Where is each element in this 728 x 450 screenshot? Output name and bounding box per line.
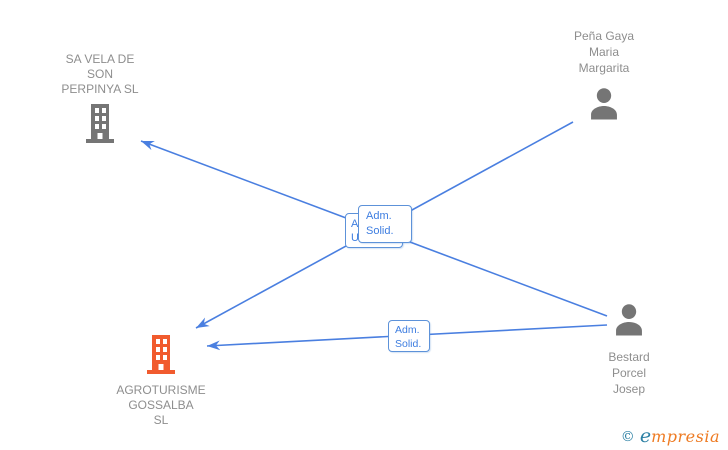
entity-name: AGROTURISME GOSSALBA SL [116,383,205,428]
entity-name-line: Maria [588,45,619,59]
entity-name: SA VELA DE SON PERPINYA SL [61,52,138,97]
person-icon [582,82,626,124]
entity-name-line: AGROTURISME [116,383,206,397]
entity-name-line: Bestard [608,350,650,364]
relationship-label-text: Adm. [395,324,420,336]
entity-name-line: SA VELA DE [65,52,135,66]
entity-agroturisme-gossalba-sl[interactable]: AGROTURISME GOSSALBA SL [96,334,226,428]
empresia-logo-initial: e [639,425,652,447]
relationship-label-text: Solid. [366,225,394,237]
empresia-logo-text: mpresia [651,427,720,446]
entity-name-line: PERPINYA SL [61,82,139,96]
entity-name-line: SON [86,67,113,81]
empresia-watermark: © empresia [621,425,720,447]
building-icon [83,103,117,143]
building-icon [144,334,178,374]
relationship-label-adm-solid: Adm. Solid. [358,205,412,243]
entity-pena-gaya-maria-margarita[interactable]: Peña Gaya Maria Margarita [539,28,669,124]
entity-name-line: SL [153,413,169,427]
entity-sa-vela-de-son-perpinya-sl[interactable]: SA VELA DE SON PERPINYA SL [35,52,165,143]
relationship-label-adm-solid-lower: Adm. Solid. [388,320,430,352]
entity-name-line: Josep [612,382,645,396]
copyright-icon: © [620,429,635,445]
entity-name-line: GOSSALBA [128,398,194,412]
entity-name-line: Peña Gaya [573,29,635,43]
entity-name: Peña Gaya Maria Margarita [574,28,634,76]
entity-name-line: Porcel [611,366,646,380]
relationship-label-text: Adm. [366,210,392,222]
relationship-label-text: Solid. [395,338,422,350]
person-icon [607,298,651,340]
entity-name: Bestard Porcel Josep [608,349,649,397]
entity-name-line: Margarita [578,61,630,75]
entity-bestard-porcel-josep[interactable]: Bestard Porcel Josep [564,298,694,397]
